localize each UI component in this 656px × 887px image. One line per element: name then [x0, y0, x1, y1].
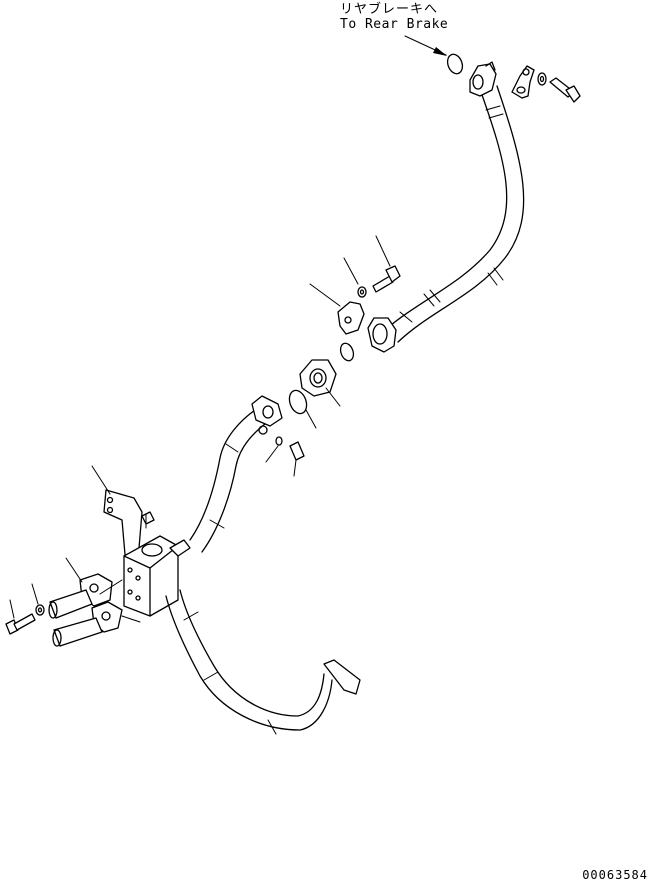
mounting-bracket	[103, 489, 155, 567]
mid-washer	[357, 286, 367, 298]
left-hose-stub-lower	[52, 617, 103, 647]
destination-label-english: To Rear Brake	[340, 17, 449, 32]
direction-arrow	[404, 35, 447, 56]
lower-o-ring	[288, 389, 308, 415]
small-plug-bolt	[275, 436, 305, 461]
top-hose-fitting	[469, 61, 497, 97]
mid-split-flange	[337, 301, 365, 335]
upper-steel-tube	[189, 395, 283, 553]
left-hose-stub-upper	[48, 589, 93, 619]
drawing-number: 00063584	[582, 868, 648, 882]
left-bolt	[5, 613, 36, 635]
leader-lines	[9, 235, 391, 623]
mid-bolt	[372, 265, 401, 293]
valve-block	[123, 535, 191, 617]
mid-o-ring	[339, 342, 355, 362]
destination-label-japanese: リヤブレーキへ	[340, 2, 439, 17]
top-bolt	[549, 77, 581, 103]
top-split-flange	[511, 65, 535, 99]
top-o-ring	[446, 53, 464, 75]
upper-hose	[384, 85, 525, 343]
lower-steel-tube	[165, 589, 361, 735]
left-washer	[35, 604, 45, 616]
top-washer	[537, 72, 547, 86]
mid-flange-adapter	[299, 359, 337, 397]
mid-hose-end-fitting	[367, 317, 397, 353]
